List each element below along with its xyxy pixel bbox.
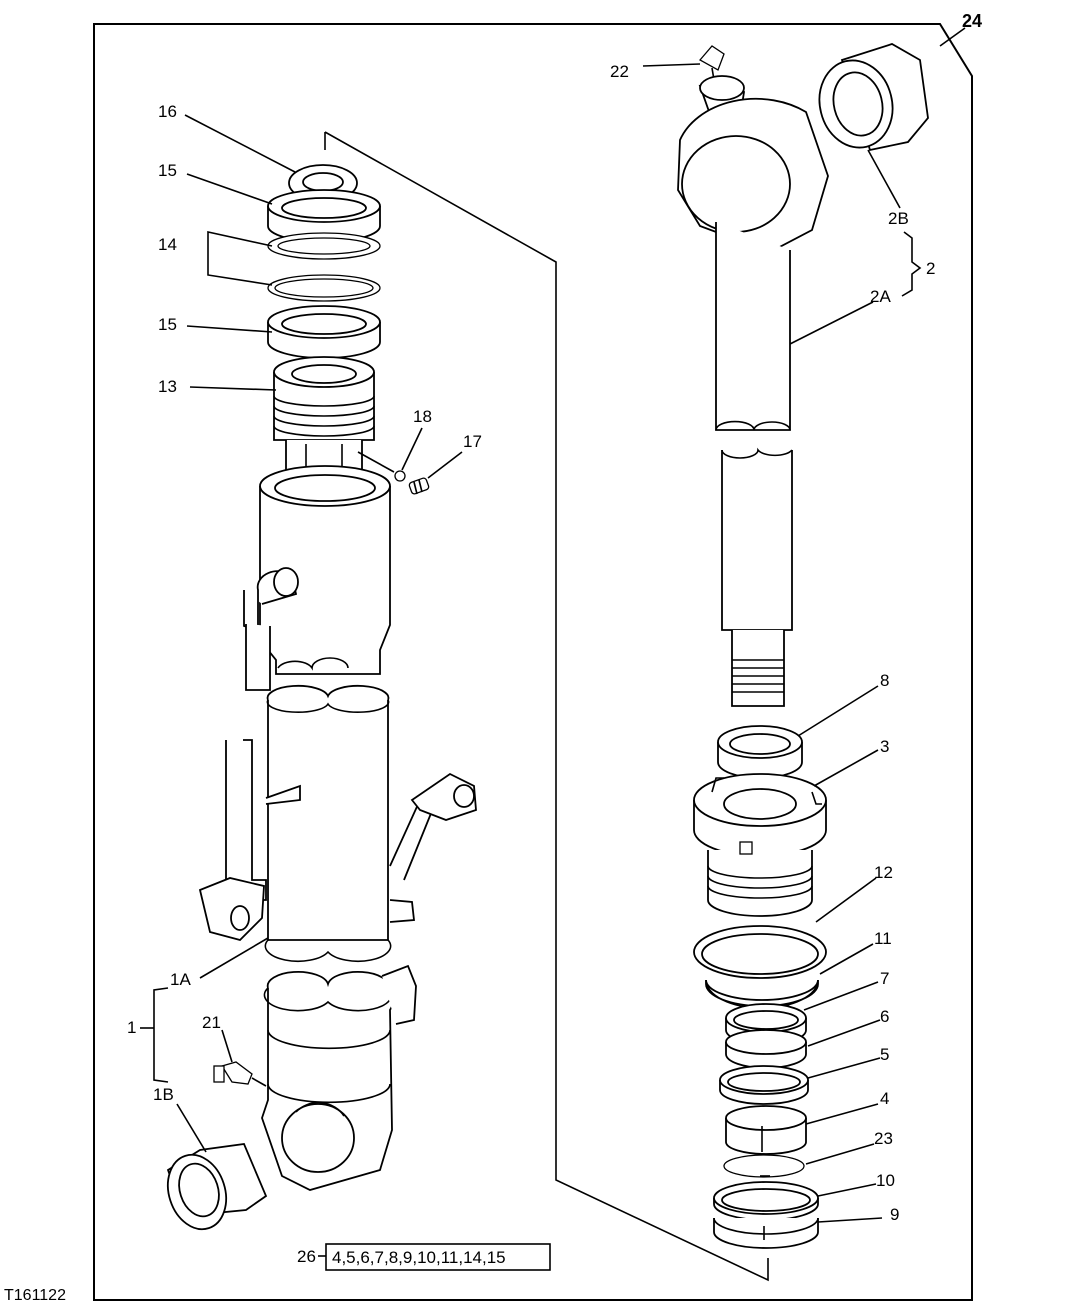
callout-1b: 1B (153, 1085, 174, 1104)
part-15-backup-lower (267, 305, 381, 359)
part-9-ring (713, 1217, 819, 1249)
kit-reference: 26 4,5,6,7,8,9,10,11,14,15 (297, 1243, 551, 1271)
callout-11: 11 (874, 929, 892, 948)
part-17-setscrew (408, 477, 430, 495)
callout-23: 23 (874, 1129, 893, 1148)
part-14-seal (267, 232, 381, 302)
callout-21: 21 (202, 1013, 221, 1032)
callout-3: 3 (880, 737, 889, 756)
callout-15-lower: 15 (158, 315, 177, 334)
part-1a-barrel-head (243, 465, 391, 691)
callout-17: 17 (463, 432, 482, 451)
part-4-ring (725, 1105, 807, 1155)
part-10-ring (713, 1181, 819, 1221)
part-1-barrel-base (261, 964, 417, 1191)
callout-1a: 1A (170, 970, 191, 989)
callout-18: 18 (413, 407, 432, 426)
callout-15-upper: 15 (158, 161, 177, 180)
callout-22: 22 (610, 62, 629, 81)
part-18-ball (394, 470, 406, 482)
kit-contents: 4,5,6,7,8,9,10,11,14,15 (332, 1248, 506, 1267)
part-2a-rod (677, 75, 829, 707)
kit-label: 26 (297, 1247, 316, 1266)
part-3-piston (693, 773, 827, 917)
callout-9: 9 (890, 1205, 899, 1224)
part-8-ring (717, 725, 803, 779)
group-bracket (324, 131, 769, 1282)
callout-13: 13 (158, 377, 177, 396)
part-13-gland (273, 356, 375, 471)
part-12-seal (693, 925, 827, 979)
part-23-snap-ring (723, 1154, 805, 1178)
callout-8: 8 (880, 671, 889, 690)
callout-12: 12 (874, 863, 893, 882)
callout-6: 6 (880, 1007, 889, 1026)
callout-14: 14 (158, 235, 177, 254)
callout-1: 1 (127, 1018, 136, 1037)
part-5-ring (719, 1065, 809, 1105)
diagram-frame (93, 23, 973, 1301)
part-2b-bushing (818, 43, 929, 152)
part-1a-barrel-tube (198, 684, 477, 963)
callout-4: 4 (880, 1089, 889, 1108)
callout-2b: 2B (888, 209, 909, 228)
callout-24: 24 (962, 11, 982, 31)
part-6-ring (725, 1029, 807, 1069)
part-22-grease-fitting (698, 45, 725, 81)
callout-2: 2 (926, 259, 935, 278)
part-21-grease-fitting (213, 1061, 267, 1087)
callout-16: 16 (158, 102, 177, 121)
callout-7: 7 (880, 969, 889, 988)
callout-2a: 2A (870, 287, 891, 306)
figure-id: T161122 (4, 1287, 66, 1304)
callout-5: 5 (880, 1045, 889, 1064)
callout-10: 10 (876, 1171, 895, 1190)
part-1b-bushing (166, 1143, 268, 1231)
